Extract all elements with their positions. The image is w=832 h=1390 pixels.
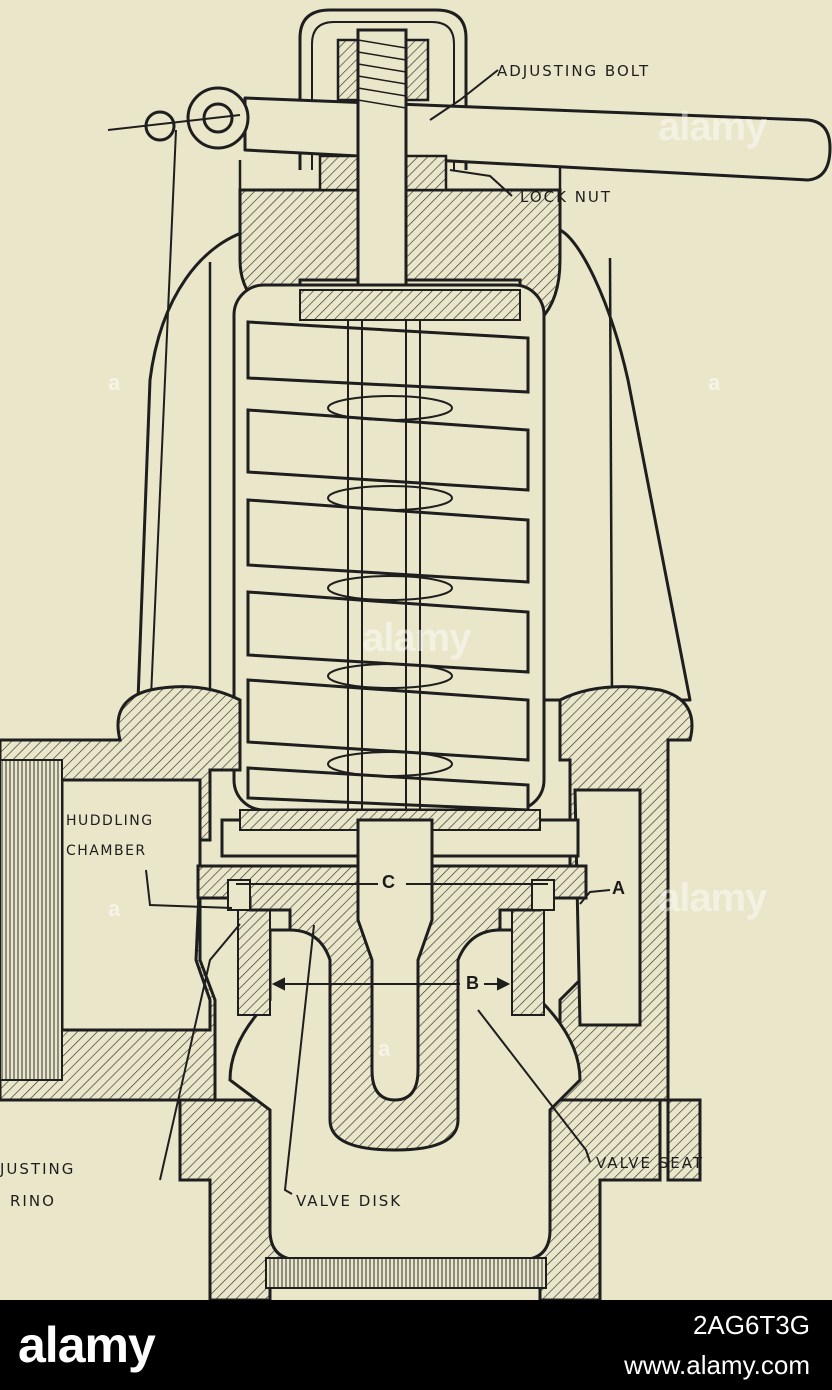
footer-logo: alamy xyxy=(18,1317,156,1373)
watermark-center-top: alamy xyxy=(658,105,767,149)
watermark-a-1: a xyxy=(108,370,121,395)
watermark-a-4: a xyxy=(108,896,121,921)
marker-a: A xyxy=(612,878,625,898)
watermark-a-3: a xyxy=(378,1036,391,1061)
label-lock-nut: Lock Nut xyxy=(520,188,613,206)
label-valve-seat: Valve Seat xyxy=(596,1154,705,1172)
stock-footer: alamy 2AG6T3G www.alamy.com xyxy=(0,1300,832,1390)
watermark-right: alamy xyxy=(658,876,767,920)
safety-valve-drawing xyxy=(0,8,832,1300)
diagram-canvas: Adjusting Bolt Lock Nut Huddling Chamber… xyxy=(0,0,832,1300)
cap xyxy=(298,8,468,170)
footer-site: www.alamy.com xyxy=(624,1350,810,1380)
marker-b: B xyxy=(466,973,479,993)
footer-image-id: 2AG6T3G xyxy=(692,1310,810,1340)
label-huddling-line2: Chamber xyxy=(66,843,147,859)
label-valve-disk: Valve Disk xyxy=(296,1192,403,1210)
watermark-center: alamy xyxy=(362,616,471,660)
watermark-a-2: a xyxy=(708,370,721,395)
marker-c: C xyxy=(382,872,395,892)
label-huddling-line1: Huddling xyxy=(66,813,154,829)
spring-coils xyxy=(246,320,530,812)
label-adjusting-ring-line2: Rino xyxy=(10,1192,56,1210)
label-adjusting-bolt: Adjusting Bolt xyxy=(497,62,651,80)
label-adjusting-ring-line1: justing xyxy=(0,1160,76,1178)
